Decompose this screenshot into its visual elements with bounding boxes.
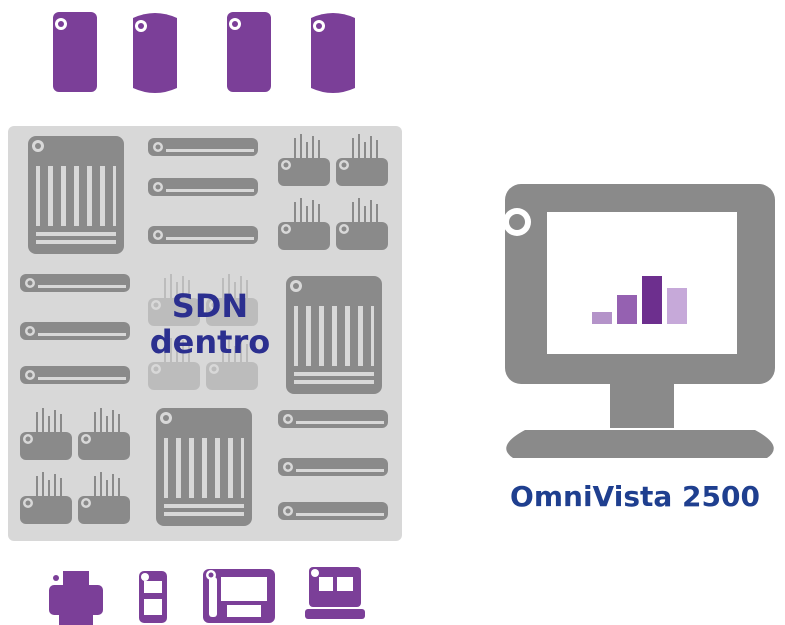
database-icon [133, 13, 177, 93]
video-phone-icon [305, 567, 365, 619]
stackable-switch-icon [278, 458, 388, 476]
chassis-switch-icon [28, 136, 124, 254]
desk-phone-icon [203, 569, 275, 623]
stackable-switch-icon [20, 322, 130, 340]
stackable-switch-icon [278, 410, 388, 428]
chassis-switch-icon [156, 408, 252, 526]
mobile-phone-icon [139, 571, 167, 623]
monitor-icon [503, 184, 775, 458]
stackable-switch-icon [148, 226, 258, 244]
sdn-label-line2: dentro [149, 323, 271, 361]
top-devices [53, 12, 355, 93]
stackable-switch-icon [20, 366, 130, 384]
database-icon [227, 12, 271, 92]
management-monitor [503, 184, 775, 458]
database-icon [311, 13, 355, 93]
access-point-icon [336, 134, 388, 186]
access-point-icon [336, 198, 388, 250]
access-point-icon [78, 408, 130, 460]
omnivista-label: OmniVista 2500 [510, 480, 760, 513]
chassis-switch-icon [286, 276, 382, 394]
stackable-switch-icon [148, 138, 258, 156]
database-icon [53, 12, 97, 92]
access-point-icon [278, 198, 330, 250]
access-point-icon [78, 472, 130, 524]
access-point-icon [20, 408, 72, 460]
sdn-label-line1: SDN [171, 287, 249, 325]
stackable-switch-icon [148, 178, 258, 196]
bar-chart-icon [592, 276, 687, 324]
access-point-icon [278, 134, 330, 186]
access-point-icon [20, 472, 72, 524]
stackable-switch-icon [20, 274, 130, 292]
sdn-label: SDN dentro [130, 288, 290, 360]
bottom-devices [49, 567, 365, 625]
printer-icon [49, 571, 103, 625]
stackable-switch-icon [278, 502, 388, 520]
